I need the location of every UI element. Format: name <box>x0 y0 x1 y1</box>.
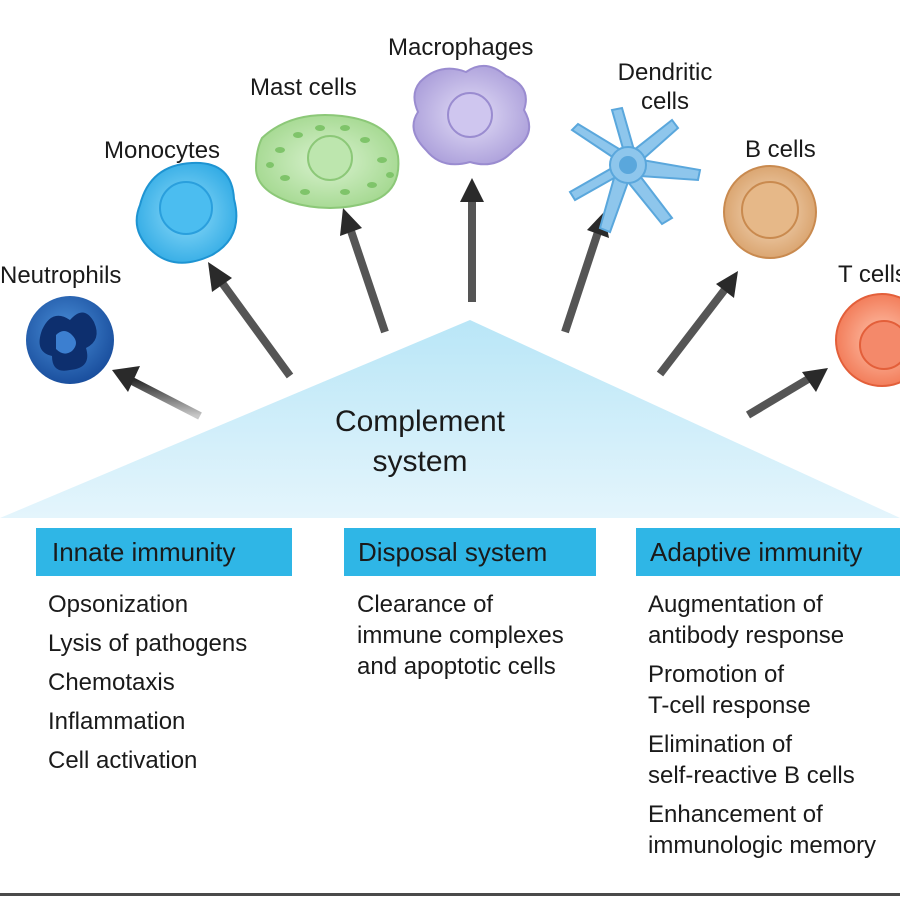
monocyte-icon <box>135 161 238 264</box>
arrow-mast-cells <box>340 208 389 334</box>
label-dendritic-cells: Dendritic cells <box>610 58 720 116</box>
bottom-rule <box>0 893 900 896</box>
label-dendritic-line2: cells <box>640 88 689 115</box>
list-item: Chemotaxis <box>48 669 175 696</box>
list-item: Lysis of pathogens <box>48 630 248 657</box>
label-macrophages: Macrophages <box>388 34 534 61</box>
list-item: Opsonization <box>48 591 189 618</box>
complement-system-title: Complement system <box>320 402 520 482</box>
arrow-neutrophils <box>112 366 202 420</box>
macrophage-icon <box>412 65 531 166</box>
mast-cell-icon <box>254 113 400 209</box>
list-item: Promotion of <box>648 661 785 688</box>
arrow-monocytes <box>208 262 294 379</box>
innate-immunity-list: Opsonization Lysis of pathogens Chemotax… <box>48 585 247 780</box>
label-monocytes: Monocytes <box>104 137 221 164</box>
list-item: Clearance of <box>357 591 494 618</box>
disposal-system-list: Clearance of immune complexes and apopto… <box>357 589 564 682</box>
arrow-t-cells <box>745 368 828 419</box>
adaptive-immunity-list: Augmentation of antibody response Promot… <box>648 589 900 861</box>
list-item: immune complexes <box>357 622 564 649</box>
arrow-b-cells <box>656 271 738 377</box>
label-dendritic-line1: Dendritic <box>617 59 713 86</box>
list-item: Augmentation of <box>648 591 823 618</box>
label-mast-cells: Mast cells <box>250 74 357 101</box>
header-disposal-system: Disposal system <box>344 528 596 576</box>
arrow-macrophages <box>460 178 484 302</box>
label-b-cells: B cells <box>745 136 816 163</box>
list-item: and apoptotic cells <box>357 653 556 680</box>
dendritic-cell-icon <box>568 106 702 234</box>
complement-title-line2: system <box>372 445 468 478</box>
list-item: Enhancement of <box>648 801 823 828</box>
header-adaptive-immunity: Adaptive immunity <box>636 528 900 576</box>
list-item: Cell activation <box>48 747 198 774</box>
list-item: Elimination of <box>648 731 793 758</box>
list-item: T-cell response <box>648 692 811 719</box>
complement-title-line1: Complement <box>334 405 506 438</box>
b-cell-icon <box>723 165 817 259</box>
label-neutrophils: Neutrophils <box>0 262 122 289</box>
complement-triangle <box>0 320 900 518</box>
neutrophil-icon <box>26 296 114 384</box>
label-t-cells: T cells <box>838 261 900 288</box>
list-item: Inflammation <box>48 708 186 735</box>
list-item: antibody response <box>648 622 845 649</box>
list-item: immunologic memory <box>648 832 877 859</box>
header-innate-immunity: Innate immunity <box>36 528 292 576</box>
t-cell-icon <box>835 293 900 387</box>
list-item: self-reactive B cells <box>648 762 855 789</box>
